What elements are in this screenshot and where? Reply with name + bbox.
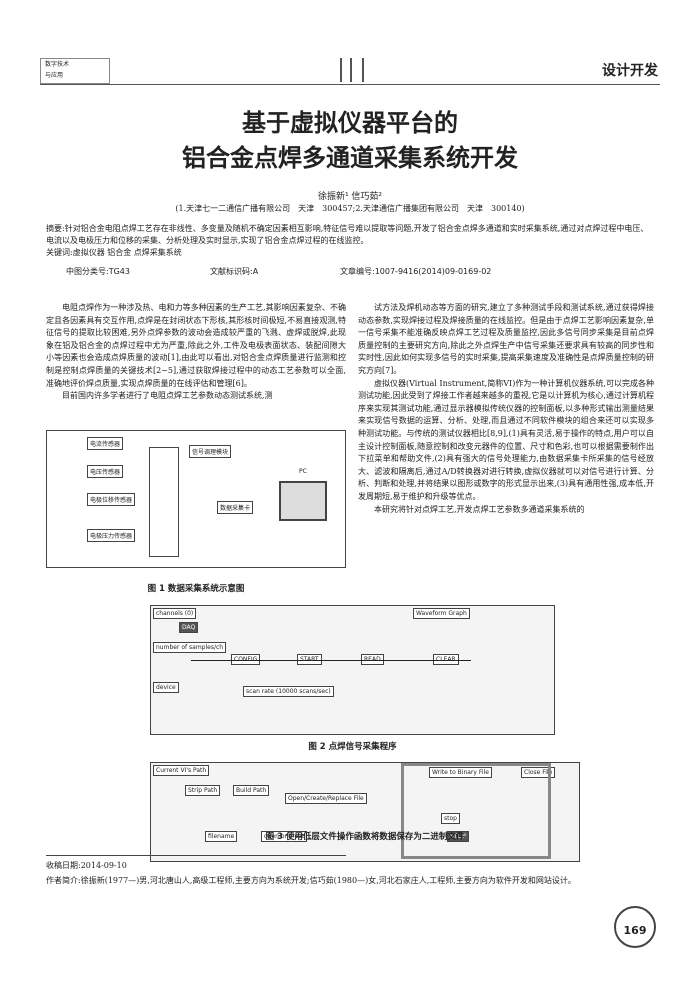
daq-card-label: 数据采集卡: [217, 501, 254, 514]
filename-control: filename: [205, 831, 238, 842]
footnote-rule: [46, 855, 346, 856]
figure-2-caption: 图 2 点焊信号采集程序: [308, 742, 397, 752]
write-binary-block: Write to Binary File: [429, 767, 492, 778]
start-block: START: [297, 654, 322, 665]
keywords: 关键词:虚拟仪器 铝合金 点焊采集系统: [46, 248, 182, 257]
article-number: 文章编号:1007-9416(2014)09-0169-02: [340, 267, 492, 276]
title-line-2: 铝合金点焊多通道采集系统开发: [182, 143, 518, 172]
close-file-block: Close File: [521, 767, 556, 778]
sensor-label: 电流传感器: [87, 437, 124, 450]
stop-label: stop: [441, 813, 460, 824]
title-line-1: 基于虚拟仪器平台的: [242, 108, 458, 137]
figure-1: 电流传感器 电压传感器 电极位移传感器 电极压力传感器 信号调理模块 数据采集卡…: [46, 430, 346, 568]
figure-2: channels (0) DAQ number of samples/ch de…: [150, 605, 555, 735]
sensor-label: 电压传感器: [87, 465, 124, 478]
clc-number: 中图分类号:TG43: [66, 267, 130, 276]
right-column: 试方法及焊机动态等方面的研究,建立了多种测试手段和测试系统,通过获得焊接动态参数…: [358, 303, 654, 514]
figure-3-caption: 图 3 使用低层文件操作函数将数据保存为二进制文件: [265, 832, 465, 842]
pc-monitor: [279, 481, 327, 521]
device-control: device: [153, 682, 179, 693]
figure-1-caption: 图 1 数据采集系统示意图: [147, 584, 245, 594]
waveform-graph: Waveform Graph: [413, 608, 470, 619]
clear-block: CLEAR: [433, 654, 459, 665]
while-loop: [401, 763, 551, 859]
doc-code: 文献标识码:A: [210, 267, 259, 276]
stop-button: STOP: [447, 831, 469, 842]
config-block: CONFIG: [231, 654, 261, 665]
signal-conditioning-module: [149, 447, 179, 557]
page-number: 169: [614, 906, 656, 948]
author-bio: 作者简介:徐振新(1977—)男,河北唐山人,高级工程师,主要方向为系统开发;信…: [46, 876, 576, 885]
module-label: 信号调理模块: [189, 445, 232, 458]
abstract: 摘要:针对铝合金电阻点焊工艺存在非线性、多变量及随机不确定因素相互影响,特征信号…: [46, 223, 654, 259]
scan-rate-control: scan rate (10000 scans/sec): [243, 686, 334, 697]
journal-logo: 数字技术 与应用: [40, 58, 110, 84]
header-bars: [340, 58, 364, 82]
build-path-block: Build Path: [233, 785, 270, 796]
open-mode-control: open or creat: [261, 831, 308, 842]
left-column: 电阻点焊作为一种涉及热、电和力等多种因素的生产工艺,其影响因素复杂、不确定且各因…: [46, 303, 346, 401]
read-block: READ: [361, 654, 384, 665]
samples-control: number of samples/ch: [153, 642, 227, 653]
open-file-block: Open/Create/Replace File: [285, 793, 367, 804]
sensor-label: 电极压力传感器: [87, 529, 136, 542]
received-date: 收稿日期:2014-09-10: [46, 861, 127, 870]
current-path-block: Current VI's Path: [153, 765, 210, 776]
pc-label: PC: [297, 467, 309, 476]
figure-3: Current VI's Path Strip Path Build Path …: [150, 762, 580, 862]
affiliation: (1.天津七一二通信广播有限公司 天津 300457;2.天津通信广播集团有限公…: [175, 204, 525, 213]
sensor-label: 电极位移传感器: [87, 493, 136, 506]
daq-block: DAQ: [179, 622, 199, 633]
strip-path-block: Strip Path: [185, 785, 221, 796]
header-rule: [40, 84, 660, 85]
section-label: 设计开发: [602, 63, 658, 79]
wire: [191, 660, 471, 661]
channels-control: channels (0): [153, 608, 197, 619]
authors: 徐振新¹ 信巧茹²: [317, 192, 383, 202]
